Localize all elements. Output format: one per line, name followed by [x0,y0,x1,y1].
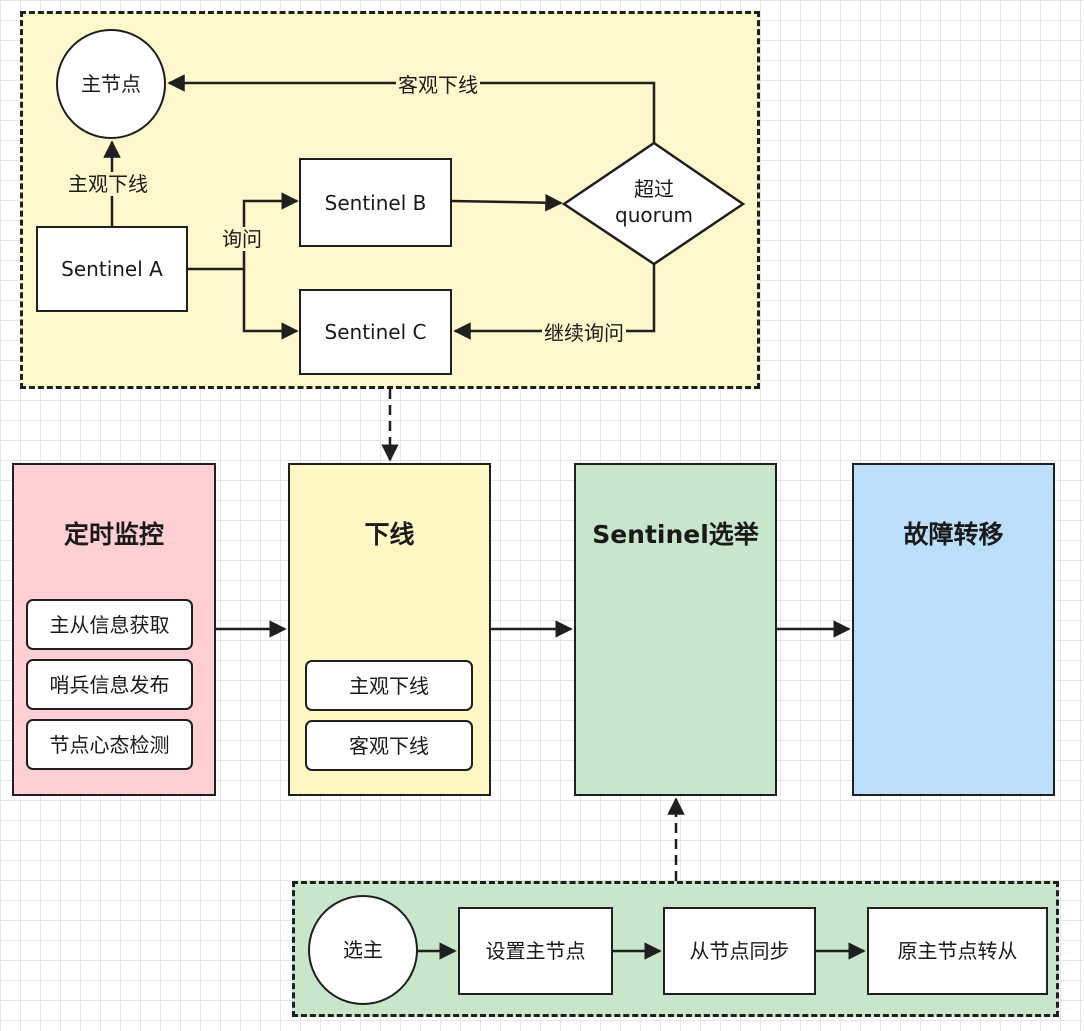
offline-item-objective: 客观下线 [305,720,473,771]
failover-step-old-master-slave: 原主节点转从 [867,907,1048,995]
stage-failover: 故障转移 [852,463,1055,796]
edge-label-subjective: 主观下线 [66,172,150,196]
stage-election-title: Sentinel选举 [592,520,759,549]
monitor-item-sentinel-publish: 哨兵信息发布 [26,659,193,710]
edge-label-objective: 客观下线 [396,73,480,97]
stage-election: Sentinel选举 [574,463,777,796]
edge-label-continue: 继续询问 [542,321,626,345]
monitor-item-heartbeat-check: 节点心态检测 [26,719,193,770]
sentinel-a: Sentinel A [36,226,188,312]
stage-monitoring-title: 定时监控 [63,520,164,549]
failover-step-slave-sync: 从节点同步 [663,907,816,995]
sentinel-c: Sentinel C [299,289,452,375]
failover-start: 选主 [308,895,418,1005]
failover-step-set-master: 设置主节点 [458,907,613,995]
master-node: 主节点 [56,29,166,139]
monitor-item-master-slave-info: 主从信息获取 [26,599,193,650]
stage-failover-title: 故障转移 [903,520,1004,549]
stage-offline-title: 下线 [364,520,415,549]
edge-label-query: 询问 [220,227,264,251]
sentinel-b: Sentinel B [299,158,452,247]
offline-item-subjective: 主观下线 [305,660,473,711]
decision-label: 超过 quorum [615,177,693,227]
